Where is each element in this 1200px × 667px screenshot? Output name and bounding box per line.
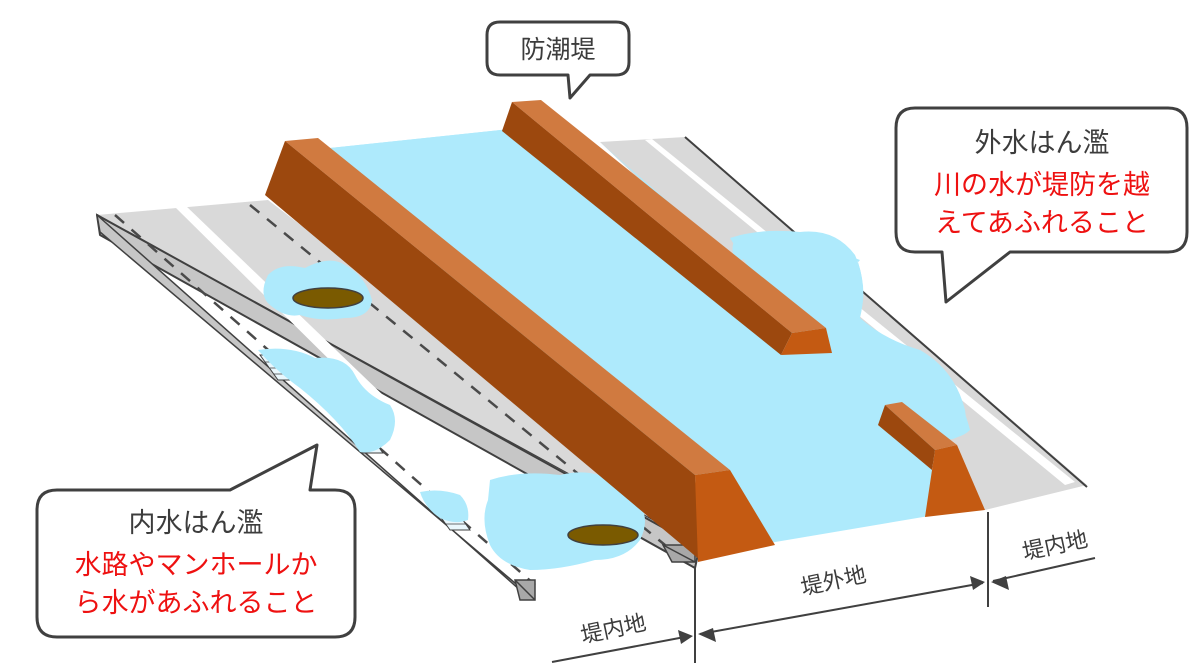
levee-broken-end — [925, 445, 985, 517]
levee-left-top — [285, 138, 730, 475]
callout-external-flood: 外水はん濫 川の水が堤防を越 えてあふれること — [894, 106, 1189, 304]
callout-external-desc-2: えてあふれること — [935, 208, 1149, 239]
levee-left-side — [265, 141, 700, 560]
zone-label-left-inner: 堤内地 — [579, 611, 649, 649]
callout-external-desc-1: 川の水が堤防を越 — [934, 170, 1150, 201]
callout-external-bubble — [894, 106, 1189, 304]
callout-levee: 防潮堤 — [485, 20, 631, 100]
arrow-left-icon — [991, 576, 1009, 590]
zone-label-outer: 堤外地 — [799, 563, 869, 601]
zone-label-right-inner: 堤内地 — [1020, 527, 1090, 565]
callout-external-title: 外水はん濫 — [975, 128, 1110, 159]
left-road-surface — [97, 200, 718, 545]
arrow-left-icon — [698, 628, 716, 642]
manhole-lower — [567, 524, 639, 546]
callout-levee-bubble — [485, 20, 631, 100]
callout-internal-desc-1: 水路やマンホールか — [75, 550, 318, 581]
drainage-channel-front — [95, 213, 536, 601]
callout-internal-desc-2: ら水があふれること — [75, 588, 318, 619]
arrow-right-icon — [678, 630, 693, 644]
levee-broken-top — [885, 402, 957, 450]
river-main-surface — [330, 128, 935, 555]
levee-left-end — [695, 470, 775, 562]
levee-right-broken — [878, 402, 985, 517]
levee-left — [265, 138, 775, 562]
manhole-upper — [292, 287, 364, 309]
callout-internal-bubble — [35, 443, 357, 639]
arrow-right-icon — [970, 576, 985, 590]
zone-dimension-lines — [551, 512, 1096, 663]
puddle-grate-area — [258, 348, 395, 453]
levee-right-top — [512, 100, 826, 333]
callout-internal-title: 内水はん濫 — [129, 508, 264, 539]
levee-broken-side — [878, 405, 935, 470]
callout-levee-title: 防潮堤 — [520, 35, 595, 64]
levee-right-side — [502, 102, 792, 355]
levee-right-long — [502, 100, 832, 355]
puddle-small — [420, 490, 469, 523]
levee-right-end — [781, 328, 832, 355]
callout-internal-flood: 内水はん濫 水路やマンホールか ら水があふれること — [35, 443, 357, 639]
